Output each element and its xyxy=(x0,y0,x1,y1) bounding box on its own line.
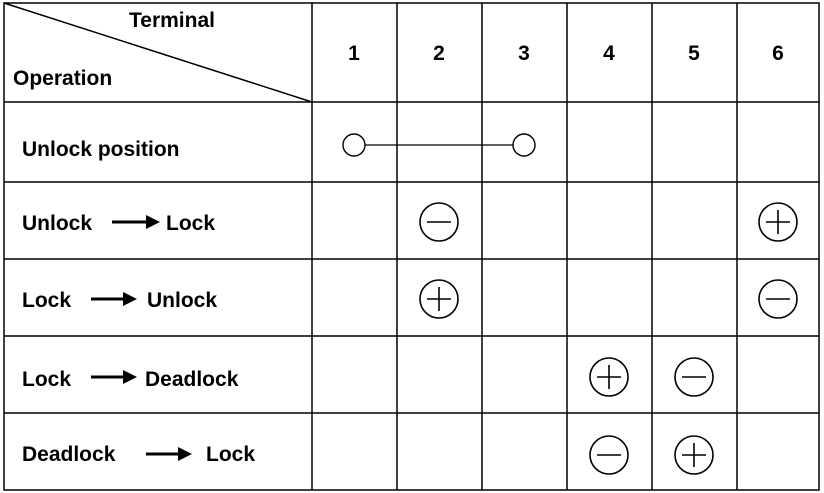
corner-diagonal xyxy=(3,2,313,103)
row-label-to: Deadlock xyxy=(145,368,239,391)
terminal-header-label: Terminal xyxy=(129,9,215,32)
operation-header-label: Operation xyxy=(13,67,112,90)
row-label-from: Deadlock xyxy=(22,443,116,466)
terminal-connection-dot xyxy=(342,133,366,157)
table-grid xyxy=(3,2,820,491)
row-label-to: Lock xyxy=(206,443,255,466)
arrow-icon xyxy=(112,215,160,229)
row-label-from: Lock xyxy=(22,289,71,312)
row-labels: Unlock position Unlock Lock Lock Unlock … xyxy=(22,138,255,466)
row-label-to: Unlock xyxy=(147,289,217,312)
terminal-5-header: 5 xyxy=(688,42,700,65)
minus-icon xyxy=(758,279,798,319)
terminal-symbols xyxy=(342,133,798,475)
minus-icon xyxy=(589,435,629,475)
arrow-icon xyxy=(91,370,137,384)
table-border xyxy=(3,2,820,491)
arrow-icon xyxy=(146,447,192,461)
plus-icon xyxy=(419,279,459,319)
terminal-headers: 1 2 3 4 5 6 xyxy=(348,42,784,65)
terminal-3-header: 3 xyxy=(518,42,530,65)
terminal-6-header: 6 xyxy=(772,42,784,65)
plus-icon xyxy=(674,435,714,475)
row-label-from: Unlock xyxy=(22,212,92,235)
terminal-4-header: 4 xyxy=(603,42,615,65)
terminal-2-header: 2 xyxy=(433,42,445,65)
minus-icon xyxy=(419,202,459,242)
terminal-connection-dot xyxy=(512,133,536,157)
terminal-1-header: 1 xyxy=(348,42,360,65)
connection-line xyxy=(342,133,536,157)
plus-icon xyxy=(589,357,629,397)
minus-icon xyxy=(674,357,714,397)
row-label-unlock-position: Unlock position xyxy=(22,138,180,161)
arrow-icon xyxy=(91,292,137,306)
plus-icon xyxy=(758,202,798,242)
row-label-to: Lock xyxy=(166,212,215,235)
row-label-from: Lock xyxy=(22,368,71,391)
